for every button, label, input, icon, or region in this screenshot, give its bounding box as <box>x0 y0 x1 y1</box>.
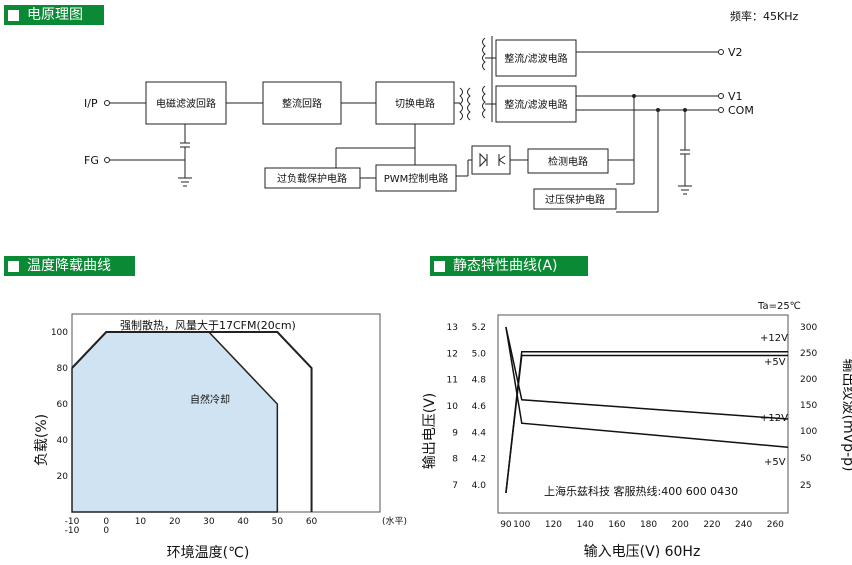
static-x-tick: 260 <box>767 520 784 530</box>
static-y-tick-outer: 12 <box>447 349 458 359</box>
derating-x-tick: 20 <box>169 517 181 527</box>
derating-x-tick: 40 <box>237 517 249 527</box>
static-y-tick-inner: 5.0 <box>472 349 487 359</box>
derating-y-tick: 40 <box>57 436 69 446</box>
block-label-detect: 检测电路 <box>548 155 588 168</box>
derating-x-tick: 30 <box>203 517 215 527</box>
block-label-pwm: PWM控制电路 <box>384 172 449 185</box>
ta-label: Ta=25℃ <box>757 301 801 312</box>
derating-y-label: 负载(%) <box>34 414 50 466</box>
derating-chart: -10 0 10 20 30 40 50 60 -10 0 20 40 60 80 100 强制散热，风量大… <box>34 313 407 561</box>
static-series-line-3 <box>505 326 789 448</box>
derating-y-tick: 60 <box>57 400 69 410</box>
section-banner-schematic: 电原理图 <box>4 5 104 25</box>
block-label-emi: 电磁滤波回路 <box>156 97 216 110</box>
watermark: 上海乐兹科技 客服热线:400 600 0430 <box>544 484 738 498</box>
port-label-v2: V2 <box>728 46 743 59</box>
forced-cooling-line <box>71 331 313 512</box>
port-label-fg: FG <box>84 154 99 167</box>
static-y-tick-inner: 4.0 <box>472 481 487 491</box>
derating-x-tick-secondary: 0 <box>103 526 109 536</box>
static-y-label-left: 输出电压(V) <box>422 393 438 470</box>
section-title-derating: 温度降载曲线 <box>27 258 111 274</box>
static-x-tick: 160 <box>608 520 625 530</box>
static-y-tick-inner: 4.6 <box>472 402 487 412</box>
static-y-tick-right: 50 <box>800 454 812 464</box>
port-label-com: COM <box>728 104 754 117</box>
static-series-line-2 <box>505 326 789 420</box>
derating-x-tick: 0 <box>103 517 109 527</box>
static-y-tick-outer: 8 <box>452 455 458 465</box>
derating-x-tick: 10 <box>135 517 147 527</box>
schematic-diagram: 电磁滤波回路 整流回路 切换电路 PWM控制电路 过负载保护电路 整流/滤波电路… <box>84 36 754 213</box>
static-y-tick-inner: 4.2 <box>472 455 486 465</box>
derating-x-label: 环境温度(℃) <box>167 545 250 561</box>
static-y-tick-right: 25 <box>800 481 811 491</box>
static-x-tick: 180 <box>640 520 657 530</box>
natural-cooling-label: 自然冷却 <box>190 393 230 406</box>
static-y-tick-right: 100 <box>800 427 817 437</box>
static-y-tick-outer: 7 <box>452 481 458 491</box>
optocoupler-block <box>471 145 511 175</box>
static-x-tick: 200 <box>672 520 689 530</box>
natural-cooling-area <box>71 331 279 513</box>
static-x-tick: 140 <box>577 520 594 530</box>
frequency-label: 频率：45KHz <box>730 10 799 23</box>
series-label-12v-bottom: +12V <box>760 413 788 424</box>
series-label-12v-top: +12V <box>760 333 788 344</box>
forced-cooling-annotation: 强制散热，风量大于17CFM(20cm) <box>120 318 296 332</box>
static-y-tick-outer: 13 <box>447 323 458 333</box>
static-y-tick-right: 150 <box>800 401 817 411</box>
derating-y-tick: 80 <box>57 364 69 374</box>
static-plot-frame <box>497 314 789 514</box>
block-label-out1: 整流/滤波电路 <box>504 98 567 111</box>
port-label-v1: V1 <box>728 90 743 103</box>
series-label-5v-top: +5V <box>764 357 786 368</box>
static-series-line-1 <box>505 354 788 493</box>
static-y-tick-outer: 9 <box>452 428 458 438</box>
series-label-5v-bottom: +5V <box>764 457 786 468</box>
port-label-ip: I/P <box>84 97 98 110</box>
static-x-tick: 220 <box>703 520 720 530</box>
block-label-out2: 整流/滤波电路 <box>504 52 567 65</box>
static-x-tick: 100 <box>513 520 530 530</box>
bullet-square <box>8 260 19 272</box>
section-banner-static: 静态特性曲线(A) <box>430 256 588 276</box>
static-y-tick-outer: 11 <box>447 376 458 386</box>
derating-x-tick: 60 <box>306 517 318 527</box>
derating-x-tick: -10 <box>65 517 80 527</box>
static-y-label-right: 输出纹波(mVp-p) <box>840 359 852 472</box>
static-y-tick-inner: 4.4 <box>472 428 487 438</box>
block-label-ovp: 过压保护电路 <box>545 193 605 206</box>
static-y-tick-inner: 4.8 <box>472 376 487 386</box>
section-banner-derating: 温度降载曲线 <box>4 256 135 276</box>
static-y-tick-right: 200 <box>800 375 817 385</box>
section-title-static: 静态特性曲线(A) <box>453 258 558 274</box>
block-label-rect: 整流回路 <box>282 97 322 110</box>
block-label-switch: 切换电路 <box>395 97 435 110</box>
derating-y-tick: 100 <box>51 328 68 338</box>
static-x-tick: 120 <box>545 520 562 530</box>
static-x-tick: 240 <box>735 520 752 530</box>
derating-x-tick: 50 <box>272 517 284 527</box>
static-y-tick-inner: 5.2 <box>472 323 486 333</box>
ovp-block <box>533 188 617 210</box>
derating-x-tick-secondary: -10 <box>65 526 80 536</box>
static-y-tick-outer: 10 <box>447 402 459 412</box>
section-title-schematic: 电原理图 <box>27 7 83 23</box>
static-y-tick-right: 250 <box>800 349 817 359</box>
static-series-line-0 <box>505 351 788 493</box>
detect-block <box>527 148 609 174</box>
derating-y-tick: 20 <box>57 472 69 482</box>
bullet-square <box>434 260 445 272</box>
static-y-tick-right: 300 <box>800 323 817 333</box>
derating-x-note: (水平) <box>382 515 407 527</box>
block-label-ovl: 过负载保护电路 <box>277 172 347 185</box>
bullet-square <box>8 9 19 21</box>
static-x-label: 输入电压(V) 60Hz <box>584 544 701 560</box>
static-x-tick: 90 <box>500 520 512 530</box>
